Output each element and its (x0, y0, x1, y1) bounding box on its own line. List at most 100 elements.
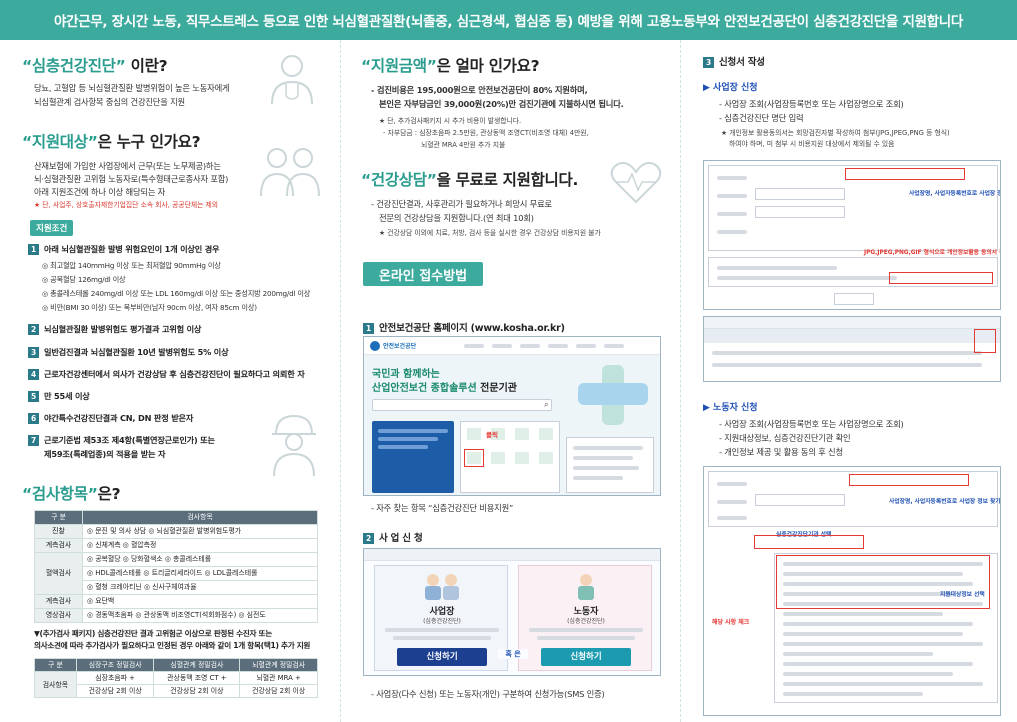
employer-title: 사업장 (429, 607, 455, 617)
attach-column-highlight[interactable] (974, 329, 996, 353)
wrk-callout-3: 지원대상정보 선택 (940, 592, 985, 598)
top-banner: 야간근무, 장시간 노동, 직무스트레스 등으로 인한 뇌심혈관질환(뇌졸중, … (0, 0, 1017, 40)
employee-list-screenshot (703, 316, 1001, 382)
kosha-quick-menu (460, 421, 560, 493)
kosha-search-input[interactable] (372, 399, 552, 411)
kosha-notice-box (566, 437, 654, 493)
consent-upload-area (708, 257, 998, 287)
worker-illustration (578, 574, 594, 600)
items-head-kind: 구 분 (34, 510, 83, 525)
table-row: 검사항목 심장초음파 +관상동맥 조영 CT +뇌혈관 MRA + (34, 671, 318, 698)
hardhat-worker-icon (272, 414, 316, 477)
kosha-navbar: 안전보건공단 (364, 337, 660, 355)
heart-pulse-icon (610, 162, 662, 204)
items-head-items: 검사항목 (82, 510, 318, 525)
condition-7-line-2: 제59조(특례업종)의 적용을 받는 자 (44, 449, 166, 459)
online-method-heading: 온라인 접수방법 (363, 262, 483, 286)
amount-line-1: - 검진비용은 195,000원으로 안전보건공단이 80% 지원하며, (371, 85, 588, 95)
worker-form-screenshot: 사업장명, 사업자등록번호로 사업장 정보 찾기 심층건강진단기관 선택 지원대… (703, 466, 1001, 716)
kosha-hero-line1: 국민과 함께하는 (372, 369, 440, 380)
wrk-line-1: - 사업장 조회(사업장등록번호 또는 사업장명으로 조회) (719, 419, 904, 429)
target-line-1: 산재보험에 가입한 사업장에서 근무(또는 노무제공)하는 (34, 161, 221, 171)
worker-apply-title: ▶ 노동자 신청 (703, 403, 758, 413)
banner-text: 야간근무, 장시간 노동, 직무스트레스 등으로 인한 뇌심혈관질환(뇌졸중, … (53, 14, 964, 30)
emp-line-2: - 심층건강진단 명단 입력 (719, 113, 804, 123)
or-label: 혹 은 (498, 649, 528, 659)
condition-tag: 지원조건 (30, 220, 74, 236)
worker-business-input[interactable] (755, 494, 845, 506)
extra-package-note: ▼(추가검사 패키지) 심층건강진단 결과 고위험군 이상으로 판정된 수진자 … (34, 629, 311, 650)
consult-line-1: - 건강진단결과, 사후관리가 필요하거나 희망시 무료로 (371, 199, 552, 209)
wrk-callout-4: 해당 사항 체크 (712, 619, 750, 626)
emp-note-2: 하여야 하며, 미 첨부 시 비용지원 대상에서 제외될 수 있음 (729, 140, 895, 148)
consult-line-2: 전문의 건강상담을 지원합니다.(연 최대 10회) (379, 213, 534, 223)
kosha-hero: 국민과 함께하는 산업안전보건 종합솔루션 전문기관 ⌕ (364, 355, 660, 495)
amount-note-1: ★ 단, 추가검사패키지 시 추가 비용이 발생합니다. (379, 117, 522, 125)
apply-screenshot: 사업장 (심층건강진단) 신청하기 노동자 (심층건강진단) 신청하기 혹 은 (363, 548, 661, 676)
employer-apply-title: ▶ 사업장 신청 (703, 83, 758, 93)
column-left: “심층건강진단” 이란? 당뇨, 고혈압 등 뇌심혈관질환 발병위험이 높은 노… (0, 40, 340, 722)
submit-button[interactable] (834, 293, 874, 305)
kosha-cross-graphic (578, 365, 648, 425)
wrk-line-3: - 개인정보 제공 및 활용 동의 후 신청 (719, 447, 843, 457)
employer-form-screenshot: 사업장명, 사업자등록번호로 사업장 정보 찾기 JPG,JPEG,PNG,GI… (703, 160, 1001, 310)
employer-subtitle: (심층건강진단) (423, 618, 461, 625)
kosha-banner-card (372, 421, 454, 493)
worker-business-table: 사업장명, 사업자등록번호로 사업장 정보 찾기 (708, 471, 1001, 527)
table-row: 계측검사◎ 신체계측 ◎ 혈압측정 (34, 538, 318, 553)
emp-line-1: - 사업장 조회(사업장등록번호 또는 사업장명으로 조회) (719, 99, 904, 109)
wrk-callout-1: 사업장명, 사업자등록번호로 사업장 정보 찾기 (889, 499, 1001, 505)
employer-form-table: 사업장명, 사업자등록번호로 사업장 정보 찾기 (708, 165, 1000, 251)
business-name-input[interactable] (755, 206, 845, 218)
table-row: 혈액검사◎ 공복혈당 ◎ 당화혈색소 ◎ 총콜레스테롤 (34, 552, 318, 595)
employer-apply-button[interactable]: 신청하기 (397, 648, 487, 666)
cond1-sub-3: ◎ 총콜레스테롤 240mg/dl 이상 또는 LDL 160mg/dl 이상 … (42, 289, 311, 298)
worker-consent-area (774, 553, 998, 703)
employer-card: 사업장 (심층건강진단) 신청하기 (374, 565, 508, 671)
kosha-homepage-screenshot: 안전보건공단 국민과 함께하는 산업안전보건 종합솔루션 전문기관 ⌕ (363, 336, 661, 496)
target-title: “지원대상”은 누구 인가요? (22, 133, 201, 151)
emp-note-1: ★ 개인정보 활용동의서는 회망검진자별 작성하여 첨부(JPG,JPEG,PN… (721, 129, 950, 137)
step2-caption: - 사업장(다수 신청) 또는 노동자(개인) 구분하여 신청가능(SMS 인증… (371, 689, 605, 699)
worker-card: 노동자 (심층건강진단) 신청하기 (518, 565, 652, 671)
cond1-sub-2: ◎ 공복혈당 126mg/dl 이상 (42, 275, 126, 284)
what-line-1: 당뇨, 고혈압 등 뇌심혈관질환 발병위험이 높은 노동자에게 (34, 83, 230, 93)
checkbox-highlight[interactable] (776, 555, 990, 609)
amount-line-2: 본인은 자부담금인 39,000원(20%)만 검진기관에 지불하시면 됩니다. (379, 99, 624, 109)
what-line-2: 뇌심혈관계 검사항목 중심의 건강진단을 지원 (34, 97, 185, 107)
institution-highlight[interactable] (754, 535, 864, 549)
amount-title: “지원금액”은 얼마 인가요? (361, 57, 540, 75)
worker-search-highlight[interactable] (849, 474, 969, 486)
business-number-input[interactable] (755, 188, 845, 200)
search-business-highlight[interactable] (845, 168, 965, 180)
cond1-sub-4: ◎ 비만(BMI 30 이상) 또는 복부비만(남자 90cm 이상, 여자 8… (42, 303, 257, 312)
items-title: “검사항목”은? (22, 485, 121, 503)
column-middle: “지원금액”은 얼마 인가요? - 검진비용은 195,000원으로 안전보건공… (340, 40, 680, 722)
search-icon[interactable]: ⌕ (544, 400, 549, 409)
worker-title: 노동자 (573, 607, 599, 617)
cond1-sub-1: ◎ 최고혈압 140mmHg 이상 또는 최저혈압 90mmHg 이상 (42, 261, 221, 270)
consult-title: “건강상담”을 무료로 지원합니다. (361, 171, 579, 189)
kosha-logo-icon (370, 341, 380, 351)
emp-callout-2: JPG,JPEG,PNG,GIF 형식으로 개인정보활용 동의서 첨부 (864, 250, 1001, 256)
consult-note: ★ 건강상담 이외에 치료, 처방, 검사 등을 실시한 경우 건강상담 비용지… (379, 229, 601, 237)
upload-highlight[interactable] (889, 272, 993, 284)
emp-callout-1: 사업장명, 사업자등록번호로 사업장 정보 찾기 (909, 191, 1000, 197)
kosha-logo-text: 안전보건공단 (383, 343, 417, 350)
worker-apply-button[interactable]: 신청하기 (541, 648, 631, 666)
worker-group-icon (260, 148, 320, 197)
frequent-item-highlight[interactable] (464, 449, 484, 467)
kosha-hero-line2: 산업안전보건 종합솔루션 전문기관 (372, 383, 517, 394)
employer-illustration (425, 574, 459, 600)
table-row: 진찰◎ 문진 및 의사 상담 ◎ 뇌심혈관질환 발병위험도평가 (34, 524, 318, 539)
